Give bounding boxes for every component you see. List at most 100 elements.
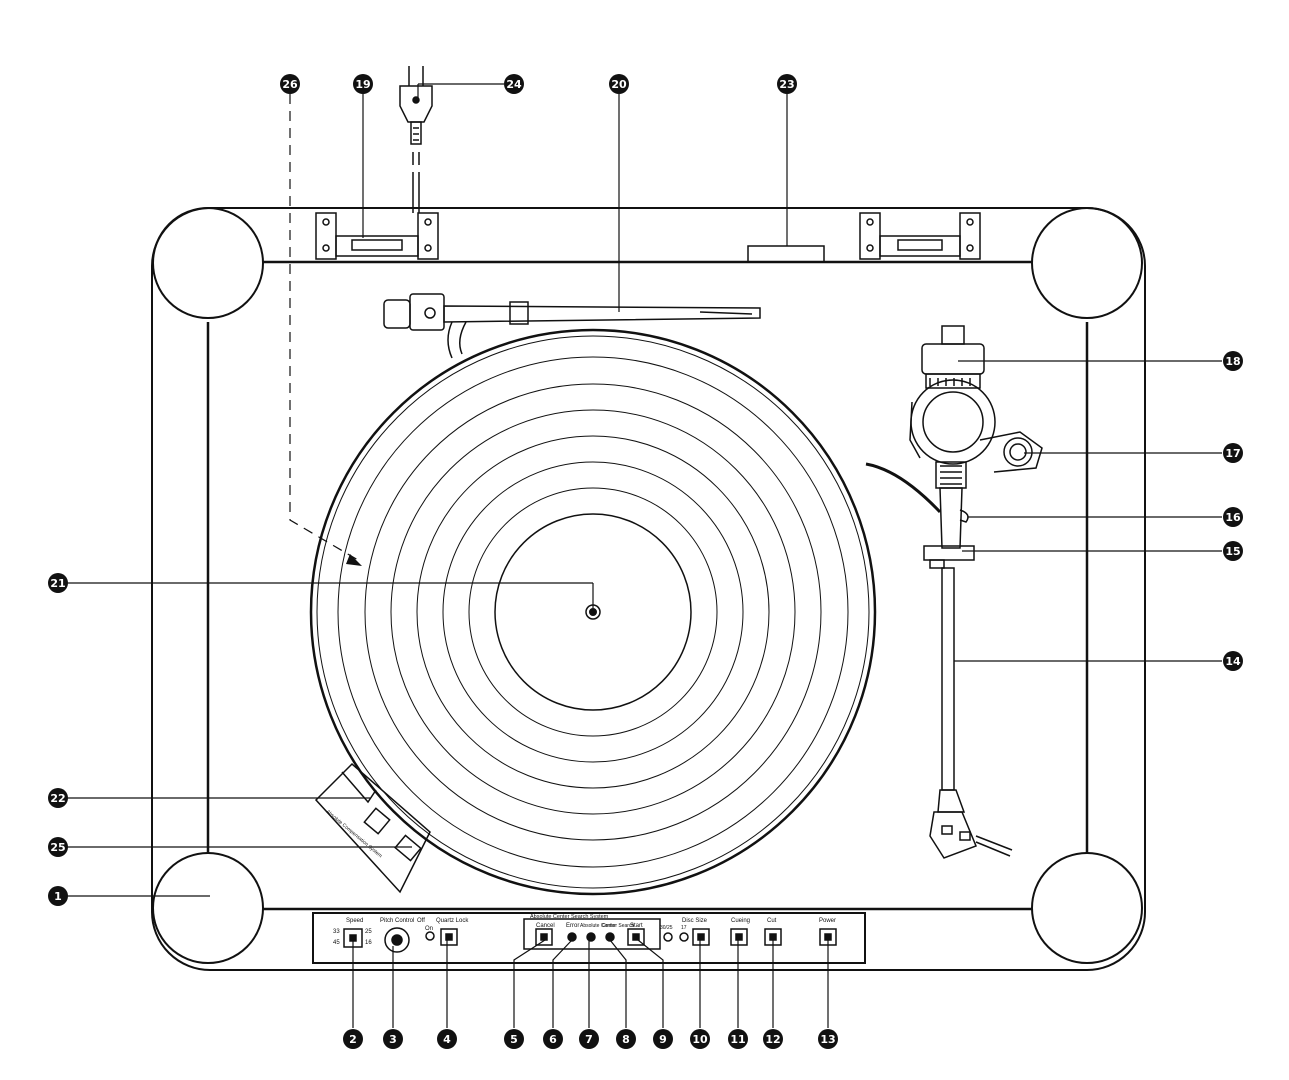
speed-33-label: 33 [333, 929, 340, 935]
power-button[interactable] [819, 928, 837, 946]
callout-6: 6 [543, 1029, 563, 1049]
cueing-button[interactable] [730, 928, 748, 946]
callout-26: 26 [280, 74, 300, 94]
error-indicator [567, 932, 577, 942]
foot-top-right [1031, 207, 1143, 319]
disc-size-label: Disc Size [682, 918, 708, 924]
hinge-right [859, 212, 981, 260]
error-label: Error [566, 923, 579, 929]
off-label: Off [417, 918, 425, 924]
hinge-left [315, 212, 439, 260]
on-label: On [425, 926, 433, 932]
cut-label: Cut [767, 918, 777, 924]
callout-9: 9 [653, 1029, 673, 1049]
foot-bottom-left [152, 852, 264, 964]
callout-3: 3 [383, 1029, 403, 1049]
cut-button[interactable] [764, 928, 782, 946]
disc-size-30-25-indicator [663, 932, 673, 942]
callout-7: 7 [579, 1029, 599, 1049]
callout-14: 14 [1223, 651, 1243, 671]
svg-text:16: 16 [1225, 511, 1241, 524]
callout-4: 4 [437, 1029, 457, 1049]
svg-text:8: 8 [622, 1033, 630, 1046]
cancel-label: Cancel [536, 923, 555, 929]
svg-text:2: 2 [349, 1033, 357, 1046]
svg-text:13: 13 [820, 1033, 835, 1046]
callout-23: 23 [777, 74, 797, 94]
disc-size-button[interactable] [692, 928, 710, 946]
callout-18: 18 [1223, 351, 1243, 371]
rear-connector [747, 245, 825, 263]
svg-text:22: 22 [50, 792, 65, 805]
callout-20: 20 [609, 74, 629, 94]
speed-label: Speed [346, 918, 363, 924]
callout-15: 15 [1223, 541, 1243, 561]
pitch-control-label: Pitch Control [380, 918, 414, 924]
cancel-button[interactable] [535, 928, 553, 946]
center-search-indicator [605, 932, 615, 942]
svg-text:17: 17 [1225, 447, 1240, 460]
svg-text:3: 3 [389, 1033, 397, 1046]
callout-5: 5 [504, 1029, 524, 1049]
svg-text:20: 20 [611, 78, 627, 91]
svg-text:12: 12 [765, 1033, 780, 1046]
svg-text:4: 4 [443, 1033, 451, 1046]
leader-lines [64, 83, 1222, 1028]
svg-text:26: 26 [282, 78, 298, 91]
svg-text:21: 21 [50, 577, 65, 590]
absolute-center-label: Absolute Center [580, 923, 616, 929]
plinth-outline [151, 207, 1146, 971]
callout-16: 16 [1223, 507, 1243, 527]
callout-8: 8 [616, 1029, 636, 1049]
cueing-label: Cueing [731, 918, 750, 924]
speed-45-label: 45 [333, 940, 340, 946]
quartz-lock-button[interactable] [440, 928, 458, 946]
svg-text:19: 19 [355, 78, 370, 91]
callout-17: 17 [1223, 443, 1243, 463]
disc-size-30-25-label: 30/25 [660, 925, 673, 931]
disc-size-17-indicator [679, 932, 689, 942]
svg-text:15: 15 [1225, 545, 1240, 558]
callout-25: 25 [48, 837, 68, 857]
svg-text:14: 14 [1225, 655, 1241, 668]
start-button[interactable] [627, 928, 645, 946]
speed-button[interactable] [343, 928, 363, 948]
callout-11: 11 [728, 1029, 748, 1049]
callout-19: 19 [353, 74, 373, 94]
svg-text:9: 9 [659, 1033, 667, 1046]
svg-text:25: 25 [50, 841, 65, 854]
platter [309, 328, 877, 896]
callout-2: 2 [343, 1029, 363, 1049]
quartz-lock-label: Quartz Lock [436, 918, 469, 924]
sensor-label: Absolute Compensation System [325, 809, 383, 859]
foot-top-left [152, 207, 264, 319]
callout-12: 12 [763, 1029, 783, 1049]
pitch-control-knob[interactable] [384, 927, 410, 953]
callout-24: 24 [504, 74, 524, 94]
start-label: Start [630, 923, 643, 929]
tonearm [865, 461, 1013, 859]
quartz-lock-indicator [425, 931, 435, 941]
power-plug [399, 66, 433, 213]
callout-10: 10 [690, 1029, 710, 1049]
absolute-center-indicator [586, 932, 596, 942]
tonearm-base [909, 325, 1043, 473]
svg-text:5: 5 [510, 1033, 518, 1046]
speed-x-label: 25 [365, 929, 372, 935]
sensor-unit [314, 762, 431, 894]
svg-text:11: 11 [730, 1033, 745, 1046]
panel-controls [343, 918, 837, 953]
record-stabilizer-arm [383, 293, 761, 359]
svg-text:6: 6 [549, 1033, 557, 1046]
callout-markers: 1 2 3 4 5 6 7 8 9 10 11 12 13 14 15 16 1… [48, 74, 1243, 1049]
disc-size-17-label: 17 [681, 925, 687, 931]
acss-label: Absolute Center Search System [530, 914, 609, 920]
callout-1: 1 [48, 886, 68, 906]
callout-22: 22 [48, 788, 68, 808]
acss-frame [523, 918, 661, 950]
svg-text:24: 24 [506, 78, 522, 91]
center-search-label: Center Search [602, 923, 634, 929]
svg-text:7: 7 [585, 1033, 593, 1046]
callout-13: 13 [818, 1029, 838, 1049]
